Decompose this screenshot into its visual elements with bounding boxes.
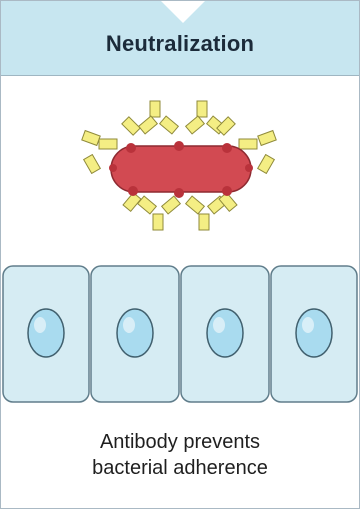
antibody-icon (218, 191, 238, 213)
nucleus (27, 308, 65, 358)
caption-line-2: bacterial adherence (92, 457, 268, 479)
panel-header: Neutralization (1, 1, 359, 76)
antibody-icon (136, 195, 182, 231)
panel-title: Neutralization (105, 31, 255, 56)
caption-line-1: Antibody prevents (99, 431, 261, 453)
caption: Antibody prevents bacterial adherence (1, 429, 359, 481)
nucleus (295, 308, 333, 358)
antibody-icon (137, 100, 180, 135)
nucleus (116, 308, 154, 358)
antibody-icon (238, 129, 277, 175)
antibody-icon (81, 129, 118, 175)
bacterium (109, 141, 253, 198)
antibody-icon (216, 116, 236, 136)
neutralization-illustration (2, 100, 358, 403)
header-notch (161, 1, 205, 23)
antibodies (81, 100, 277, 231)
nucleus (206, 308, 244, 358)
antibody-icon (122, 191, 142, 213)
antibody-icon (121, 116, 141, 136)
